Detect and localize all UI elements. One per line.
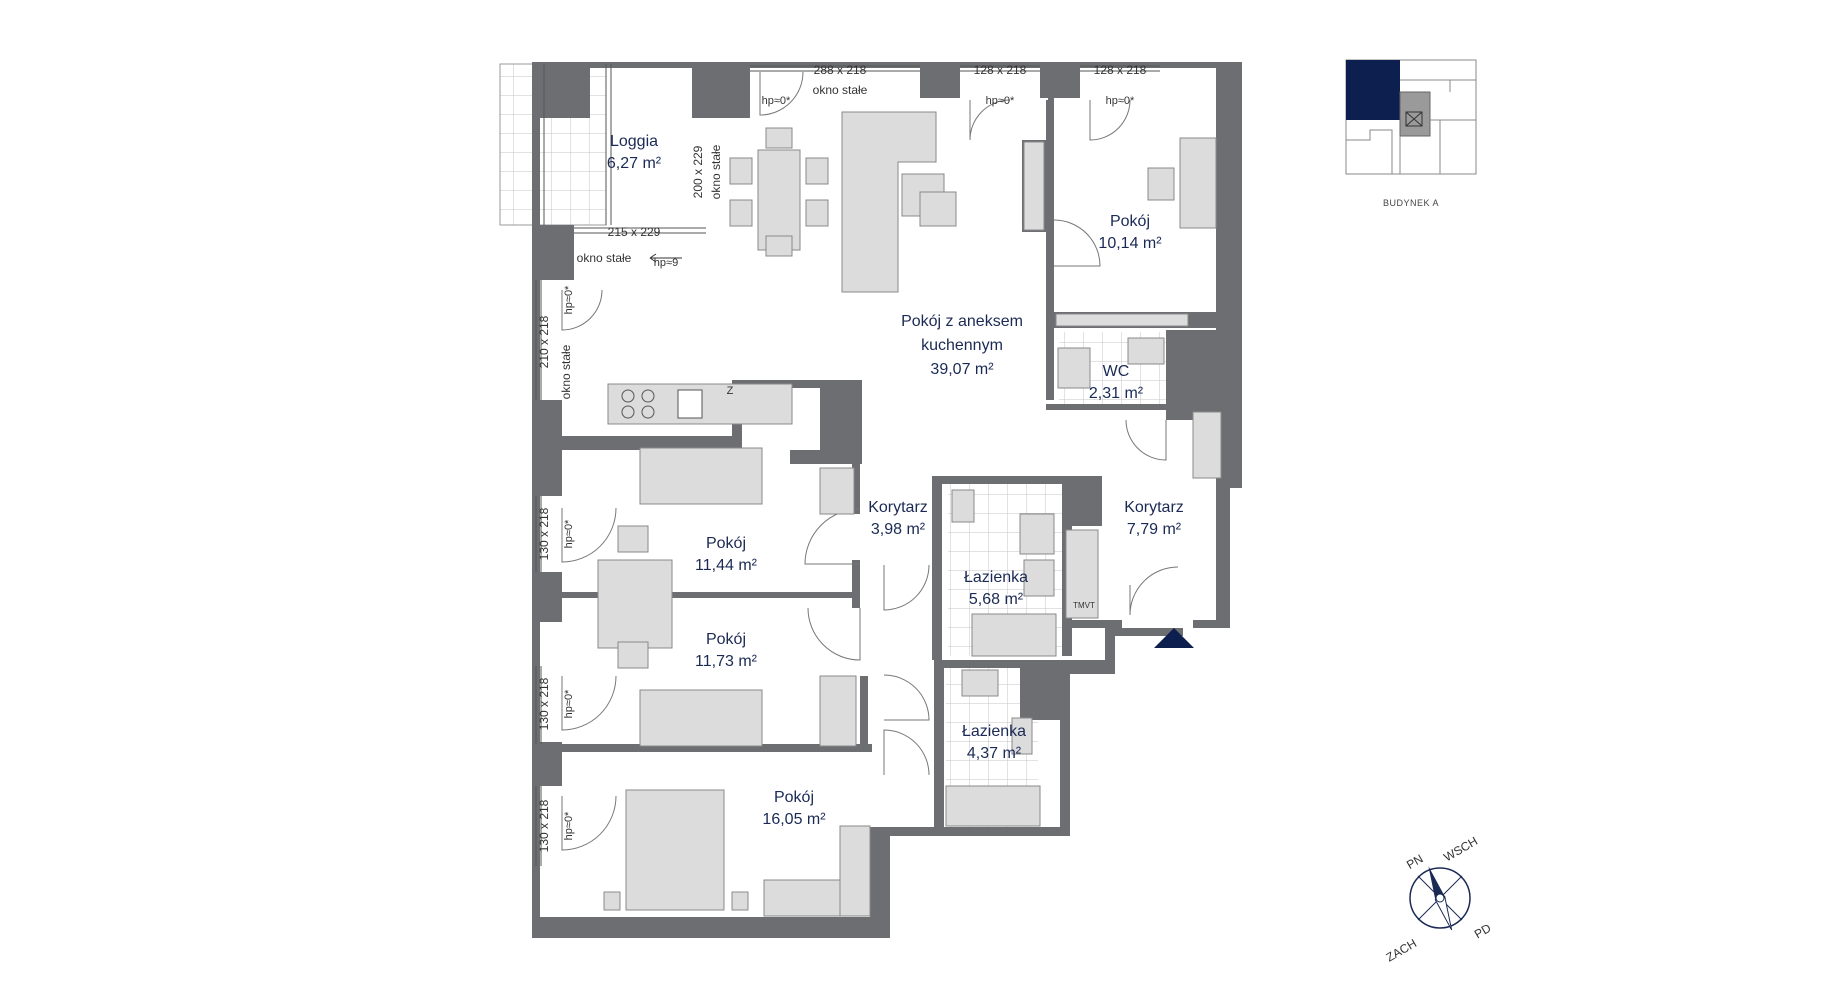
room-1-window-dim: 130 x 218	[537, 507, 551, 560]
corridor-2-name: Korytarz	[1124, 499, 1184, 516]
loggia-area: 6,27 m²	[607, 155, 662, 172]
west-window-hp: hp≈0*	[563, 285, 575, 314]
kitchen-z-mark: Z	[727, 385, 734, 397]
compass-north: PN	[1404, 851, 1425, 871]
compass-south: PD	[1472, 921, 1494, 942]
kitchen-hob	[621, 389, 655, 419]
key-plan: BUDYNEK A	[1345, 59, 1477, 208]
west-window-dim: 210 x 218	[537, 315, 551, 368]
bathroom-2-area: 4,37 m²	[967, 745, 1022, 762]
top-main-window-dim: 288 x 218	[814, 63, 867, 77]
compass: PN WSCH PD ZACH	[1384, 834, 1494, 965]
compass-needle-icon	[1428, 866, 1445, 900]
room-2-window-dim: 130 x 218	[537, 677, 551, 730]
vent-mark: TMVT	[1073, 601, 1095, 610]
bathroom-1-name: Łazienka	[964, 569, 1028, 586]
hp-top-3: hp≈0*	[1106, 95, 1135, 107]
loggia-side-window-label: okno stałe	[709, 144, 723, 199]
room-3-window-hp: hp≈0*	[563, 811, 575, 840]
hp-top-2: hp≈0*	[986, 95, 1015, 107]
loggia-hp: hp≈9	[654, 257, 678, 269]
room-2-area: 11,73 m²	[695, 653, 758, 670]
room-ne-area: 10,14 m²	[1098, 235, 1162, 252]
corridor-1-area: 3,98 m²	[871, 521, 926, 538]
corridor-1-name: Korytarz	[868, 499, 928, 516]
room-3-window-dim: 130 x 218	[537, 799, 551, 852]
living-name-line2: kuchennym	[921, 337, 1003, 354]
loggia-side-window-dim: 200 x 229	[691, 145, 705, 198]
room-2-name: Pokój	[706, 631, 746, 648]
top-mid-window-dim: 128 x 218	[974, 63, 1027, 77]
wc-name: WC	[1103, 363, 1130, 380]
entrance-marker-icon	[1154, 628, 1194, 648]
windows	[535, 64, 1160, 866]
room-1-window-hp: hp≈0*	[563, 519, 575, 548]
loggia-bottom-window-dim: 215 x 229	[608, 225, 661, 239]
room-labels: Loggia 6,27 m² Pokój z aneksem kuchennym…	[607, 133, 1184, 828]
room-3-area: 16,05 m²	[762, 811, 826, 828]
room-ne-name: Pokój	[1110, 213, 1150, 230]
corridor-2-area: 7,79 m²	[1127, 521, 1182, 538]
loggia-bottom-window-label: okno stałe	[577, 251, 632, 265]
room-2-window-hp: hp≈0*	[563, 689, 575, 718]
bathroom-2-name: Łazienka	[962, 723, 1026, 740]
room-1-area: 11,44 m²	[695, 557, 758, 574]
bathroom-1-area: 5,68 m²	[969, 591, 1024, 608]
furniture	[597, 111, 1222, 917]
kitchen-sink	[677, 389, 703, 419]
hp-top-1: hp≈0*	[762, 95, 791, 107]
door-swings	[561, 71, 1179, 851]
key-plan-caption: BUDYNEK A	[1383, 198, 1439, 208]
room-1-name: Pokój	[706, 535, 746, 552]
top-main-window-label: okno stałe	[813, 83, 868, 97]
west-window-label: okno stałe	[559, 344, 573, 399]
key-plan-highlight	[1346, 60, 1400, 120]
loggia-name: Loggia	[610, 133, 658, 150]
loggia-hp-arrow	[649, 253, 682, 263]
living-name-line1: Pokój z aneksem	[901, 313, 1023, 330]
wc-area: 2,31 m²	[1089, 385, 1144, 402]
living-area: 39,07 m²	[930, 361, 994, 378]
compass-east: WSCH	[1441, 834, 1480, 864]
window-labels: 288 x 218 okno stałe 128 x 218 128 x 218…	[537, 63, 1147, 852]
top-right-window-dim: 128 x 218	[1094, 63, 1147, 77]
room-3-name: Pokój	[774, 789, 814, 806]
compass-west: ZACH	[1384, 936, 1419, 964]
